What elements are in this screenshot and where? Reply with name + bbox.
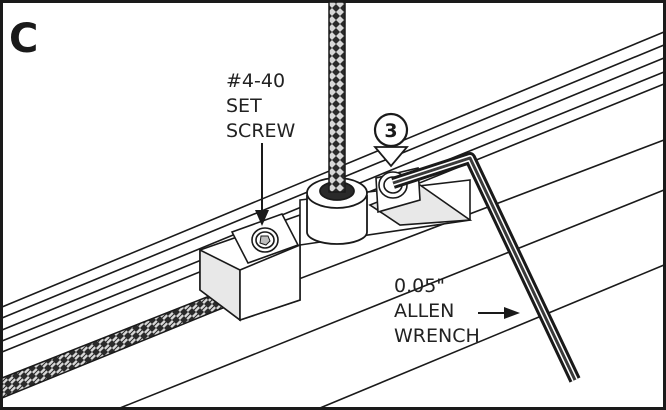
allen-wrench-label-line-2: ALLEN <box>394 300 454 322</box>
vertical-cable <box>328 1 346 193</box>
allen-wrench-label: 0.05" ALLEN WRENCH <box>394 275 480 347</box>
set-screw <box>251 227 279 253</box>
set-screw-label: #4-40 SET SCREW <box>226 70 296 142</box>
set-screw-label-line-3: SCREW <box>226 120 296 142</box>
step-number: 3 <box>384 120 397 142</box>
allen-wrench-label-line-3: WRENCH <box>394 325 480 347</box>
cable-clamp <box>306 177 368 245</box>
panel-letter: C <box>9 16 38 62</box>
step-callout: 3 <box>373 112 409 168</box>
set-screw-label-line-1: #4-40 <box>226 70 285 92</box>
set-screw-label-line-2: SET <box>226 95 262 117</box>
allen-wrench-leader <box>478 307 520 319</box>
allen-wrench-label-line-1: 0.05" <box>394 275 445 297</box>
allen-wrench <box>391 152 581 383</box>
set-screw-leader <box>255 143 269 226</box>
